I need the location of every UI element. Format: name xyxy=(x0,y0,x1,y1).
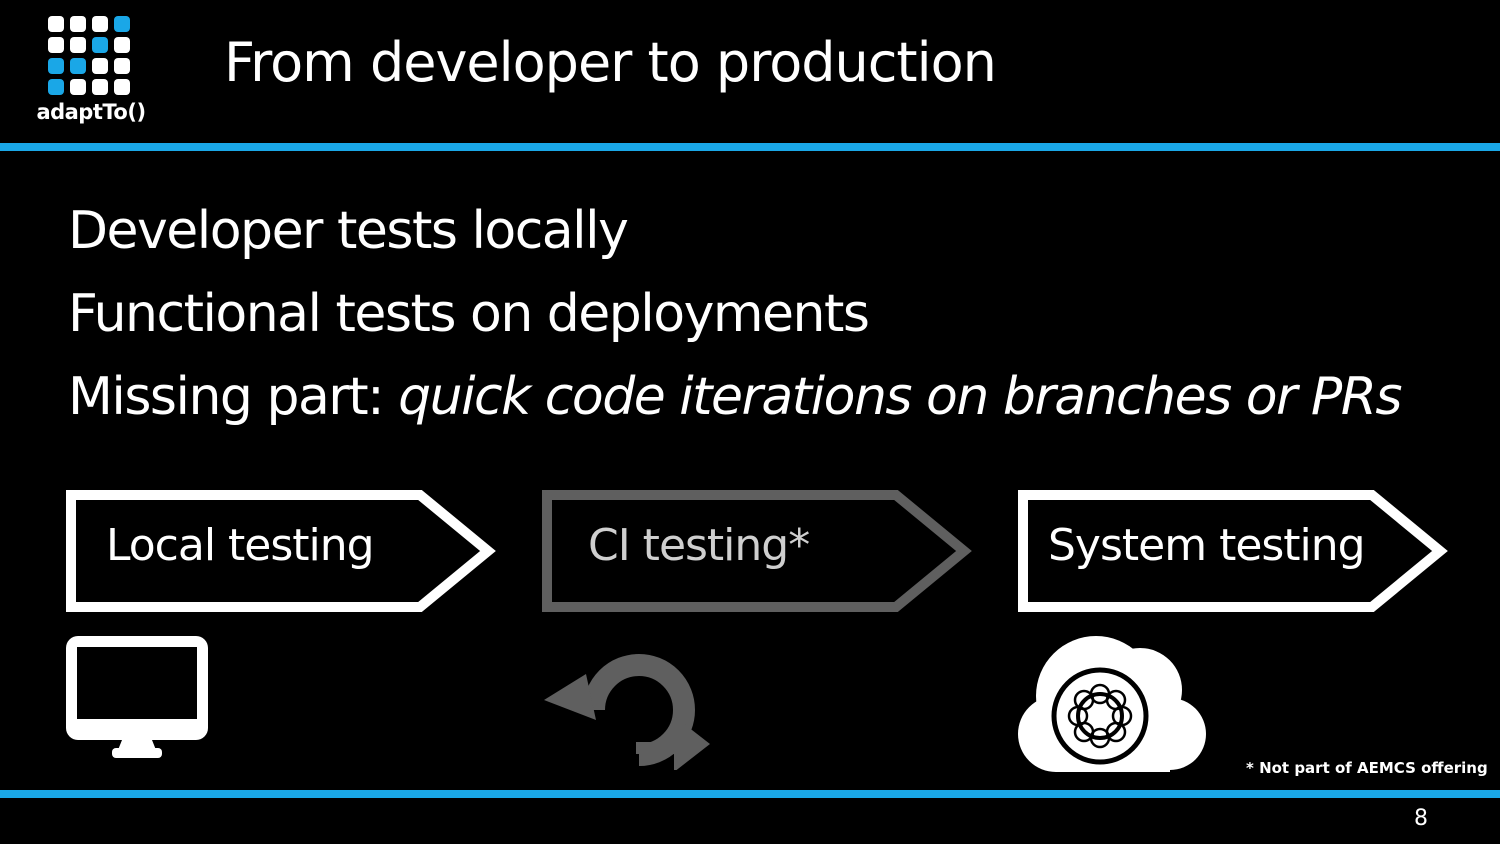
arrow-shape-icon xyxy=(1018,490,1448,612)
stage-local-testing: Local testing xyxy=(66,490,498,612)
stage-label: System testing xyxy=(1048,520,1366,571)
desktop-monitor-icon xyxy=(66,636,208,758)
bullet-item: Missing part: quick code iterations on b… xyxy=(68,367,1402,427)
bullet-item: Developer tests locally xyxy=(68,201,629,261)
slide-title: From developer to production xyxy=(224,31,997,94)
header-divider xyxy=(0,143,1500,151)
cloud-aem-icon xyxy=(1018,636,1206,772)
bullet-list: Developer tests locally Functional tests… xyxy=(68,190,1402,439)
footer-divider xyxy=(0,790,1500,798)
logo-dot-grid-icon xyxy=(48,16,130,96)
footnote: * Not part of AEMCS offering xyxy=(1246,759,1488,777)
adaptto-logo: adaptTo() xyxy=(28,14,154,130)
bullet-emphasis: quick code iterations on branches or PRs xyxy=(398,367,1402,427)
arrow-shape-icon xyxy=(542,490,972,612)
refresh-cycle-icon xyxy=(544,654,710,770)
stage-label: CI testing* xyxy=(588,520,810,571)
page-number: 8 xyxy=(1414,806,1428,831)
stage-system-testing: System testing xyxy=(1018,490,1450,612)
stage-ci-testing: CI testing* xyxy=(542,490,974,612)
arrow-shape-icon xyxy=(66,490,496,612)
logo-text: adaptTo() xyxy=(36,100,146,124)
bullet-item: Functional tests on deployments xyxy=(68,284,870,344)
stage-label: Local testing xyxy=(106,520,375,571)
